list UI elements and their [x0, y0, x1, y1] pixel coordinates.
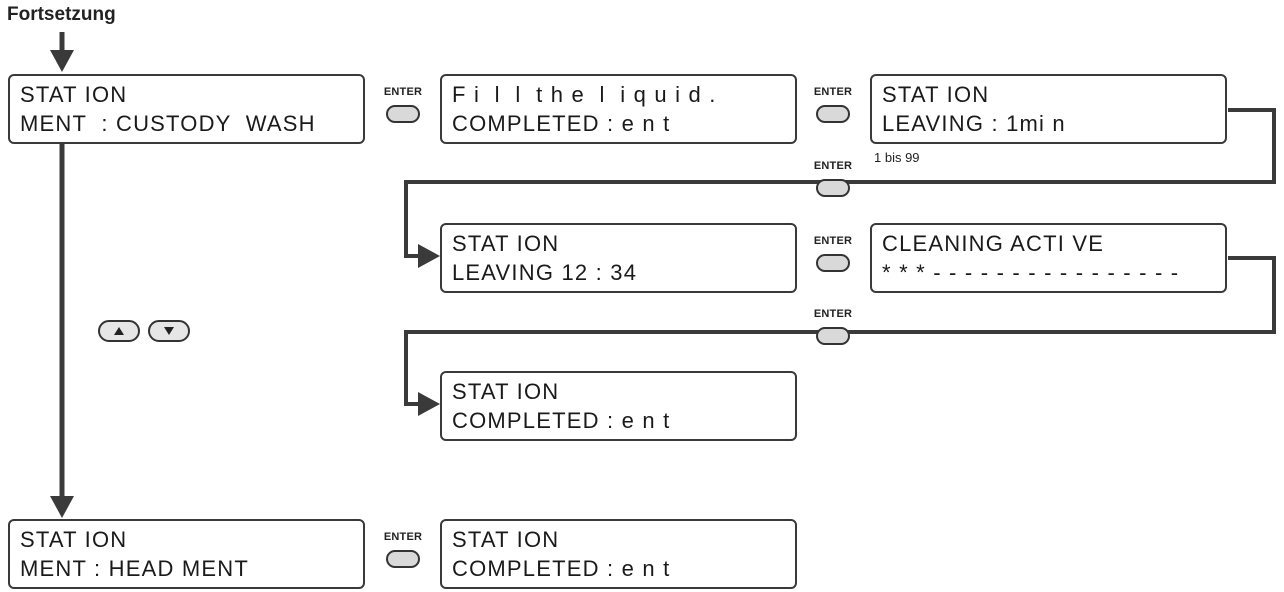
lcd-line-2: * * * - - - - - - - - - - - - - - - -: [882, 260, 1180, 285]
enter-label: ENTER: [813, 308, 853, 320]
enter-button[interactable]: [386, 105, 420, 123]
page-title: Fortsetzung: [7, 4, 116, 25]
enter-key-6[interactable]: ENTER: [382, 531, 424, 581]
lcd-line-1: STAT ION: [452, 231, 560, 256]
enter-button[interactable]: [816, 105, 850, 123]
enter-label: ENTER: [383, 531, 423, 543]
enter-key-1[interactable]: ENTER: [382, 86, 424, 136]
enter-button[interactable]: [816, 179, 850, 197]
enter-label: ENTER: [813, 235, 853, 247]
enter-label: ENTER: [383, 86, 423, 98]
enter-label: ENTER: [813, 160, 853, 172]
enter-key-2[interactable]: ENTER: [812, 86, 854, 136]
lcd-line-2: COMPLETED : e n t: [452, 408, 671, 433]
loop-1-head: [418, 244, 440, 268]
lcd-completed-head: STAT ION COMPLETED : e n t: [440, 519, 797, 589]
lcd-line-2: LEAVING 12 : 34: [452, 260, 638, 285]
down-key[interactable]: [148, 320, 190, 342]
lcd-fill-liquid: F i l l t h e l i q u i d . COMPLETED : …: [440, 74, 797, 144]
main-down-head: [50, 496, 74, 518]
triangle-down-icon: [164, 327, 174, 335]
enter-key-3[interactable]: ENTER: [812, 160, 854, 210]
enter-key-5[interactable]: ENTER: [812, 308, 854, 358]
enter-button[interactable]: [816, 254, 850, 272]
lcd-custody-wash: STAT ION MENT : CUSTODY WASH: [8, 74, 365, 144]
lcd-cleaning-active: CLEANING ACTI VE * * * - - - - - - - - -…: [870, 223, 1227, 293]
lcd-line-1: STAT ION: [882, 82, 990, 107]
enter-label: ENTER: [813, 86, 853, 98]
lcd-head-ment: STAT ION MENT : HEAD MENT: [8, 519, 365, 589]
lcd-line-2: MENT : HEAD MENT: [20, 556, 250, 581]
lcd-line-2: COMPLETED : e n t: [452, 556, 671, 581]
lcd-line-1: STAT ION: [452, 379, 560, 404]
enter-key-4[interactable]: ENTER: [812, 235, 854, 285]
loop-2-head: [418, 392, 440, 416]
range-note: 1 bis 99: [874, 150, 920, 165]
up-key[interactable]: [98, 320, 140, 342]
lcd-completed-wash: STAT ION COMPLETED : e n t: [440, 371, 797, 441]
lcd-line-1: CLEANING ACTI VE: [882, 231, 1105, 256]
lcd-line-1: STAT ION: [20, 82, 128, 107]
entry-arrow-head: [50, 50, 74, 72]
lcd-leaving-countdown: STAT ION LEAVING 12 : 34: [440, 223, 797, 293]
enter-button[interactable]: [386, 550, 420, 568]
lcd-line-1: STAT ION: [20, 527, 128, 552]
lcd-line-1: STAT ION: [452, 527, 560, 552]
lcd-leaving-time: STAT ION LEAVING : 1mi n: [870, 74, 1227, 144]
enter-button[interactable]: [816, 327, 850, 345]
lcd-line-2: MENT : CUSTODY WASH: [20, 111, 316, 136]
lcd-line-2: COMPLETED : e n t: [452, 111, 671, 136]
lcd-line-2: LEAVING : 1mi n: [882, 111, 1066, 136]
lcd-line-1: F i l l t h e l i q u i d .: [452, 82, 717, 107]
triangle-up-icon: [114, 327, 124, 335]
